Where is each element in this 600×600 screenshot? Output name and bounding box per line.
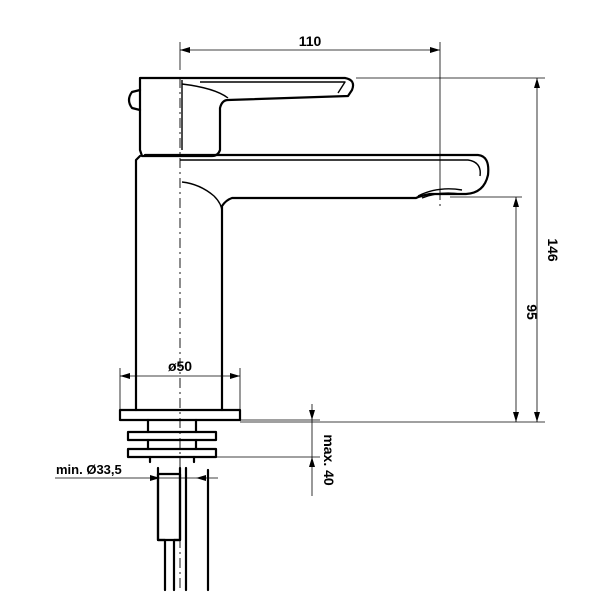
center-lines [179,78,441,590]
spout-underside-curve [181,181,223,213]
dimension-o50: ø50 [119,358,241,410]
dim-label-min-hole: min. Ø33,5 [56,462,122,477]
arrowhead [513,412,519,422]
hose-connector [156,472,182,542]
arrowhead [230,373,240,379]
lever-knob [127,88,142,112]
dimension-110: 110 [179,33,441,190]
dim-label-146: 146 [545,238,561,262]
hose-right [184,466,210,592]
body-left-edge [134,154,142,412]
dimension-146: 146 [240,77,561,423]
arrowhead [430,47,440,53]
arrowhead [534,412,540,422]
arrowhead [534,78,540,88]
dim-label-o50: ø50 [168,358,192,374]
dim-label-110: 110 [299,33,322,49]
dimension-min-hole: min. Ø33,5 [55,462,218,481]
spout-top-edge [180,159,481,177]
faucet-outline [118,76,490,592]
arrowhead [180,47,190,53]
dim-label-max40: max. 40 [321,434,337,486]
arrowhead [120,373,130,379]
dimension-max40: max. 40 [216,404,337,496]
lever-handle [138,76,355,158]
washer-lower [126,447,218,459]
arrowhead [150,475,160,481]
arrowhead [309,457,315,467]
dim-label-95: 95 [524,304,540,320]
dimension-95: 95 [450,196,540,422]
threaded-shank [146,418,198,464]
aerator [417,188,463,199]
washer-upper [126,430,218,442]
spout [143,153,490,412]
arrowhead [309,410,315,420]
arrowhead [196,475,206,481]
lever-inner-line [181,80,346,150]
arrowhead [513,197,519,207]
